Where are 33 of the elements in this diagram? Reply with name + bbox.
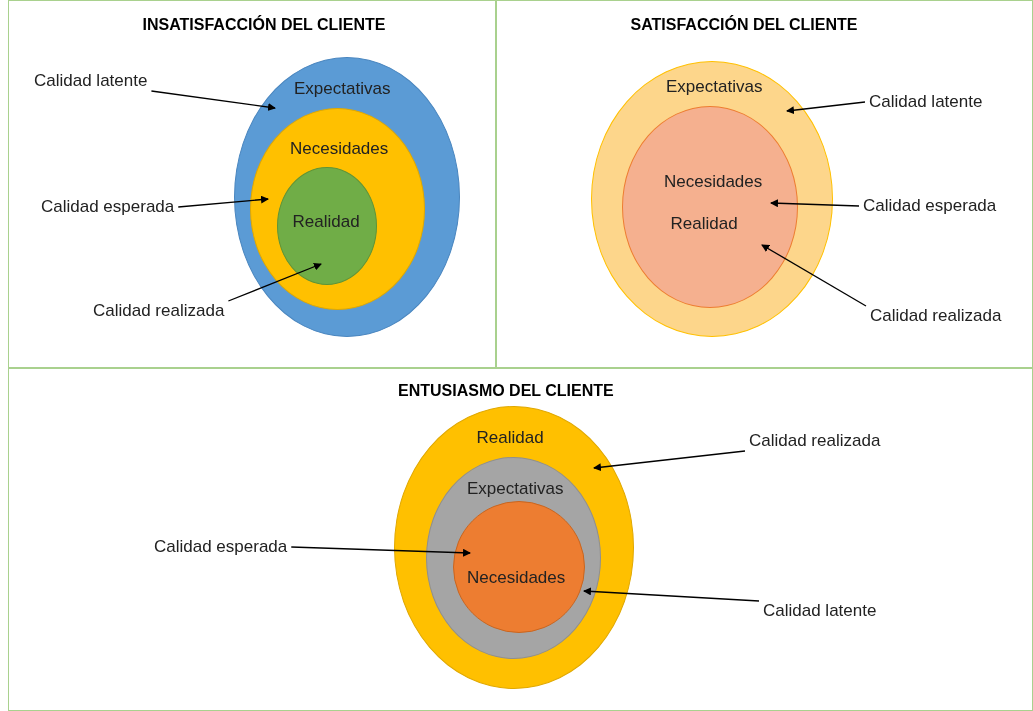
region-label: Realidad bbox=[476, 428, 544, 448]
panel-frame bbox=[8, 368, 1033, 711]
panel-title: ENTUSIASMO DEL CLIENTE bbox=[398, 381, 614, 401]
region-label: Realidad bbox=[670, 214, 738, 234]
region-label: Expectativas bbox=[467, 479, 564, 499]
callout-label: Calidad realizada bbox=[93, 301, 225, 321]
callout-label: Calidad latente bbox=[869, 92, 983, 112]
region-label: Necesidades bbox=[467, 568, 566, 588]
leader-line bbox=[786, 101, 866, 115]
region-label: Necesidades bbox=[290, 139, 389, 159]
leader-line bbox=[761, 244, 867, 307]
leader-line bbox=[290, 546, 471, 557]
callout-label: Calidad realizada bbox=[749, 431, 881, 451]
panel-frame bbox=[8, 0, 496, 368]
panel-frame bbox=[496, 0, 1033, 368]
panel-title: SATISFACCIÓN DEL CLIENTE bbox=[630, 15, 858, 35]
callout-label: Calidad latente bbox=[763, 601, 877, 621]
region-label: Necesidades bbox=[664, 172, 763, 192]
region-label: Expectativas bbox=[666, 77, 763, 97]
region-label: Realidad bbox=[292, 212, 360, 232]
callout-label: Calidad esperada bbox=[154, 537, 288, 557]
leader-line bbox=[770, 199, 860, 208]
leader-line bbox=[593, 450, 746, 472]
callout-label: Calidad realizada bbox=[870, 306, 1002, 326]
leader-line bbox=[583, 587, 760, 602]
panel-title: INSATISFACCIÓN DEL CLIENTE bbox=[142, 15, 386, 35]
leader-line bbox=[177, 195, 269, 208]
callout-label: Calidad latente bbox=[34, 71, 148, 91]
callout-label: Calidad esperada bbox=[41, 197, 175, 217]
region-label: Expectativas bbox=[294, 79, 391, 99]
callout-label: Calidad esperada bbox=[863, 196, 997, 216]
leader-line bbox=[227, 262, 322, 302]
leader-line bbox=[150, 90, 276, 111]
